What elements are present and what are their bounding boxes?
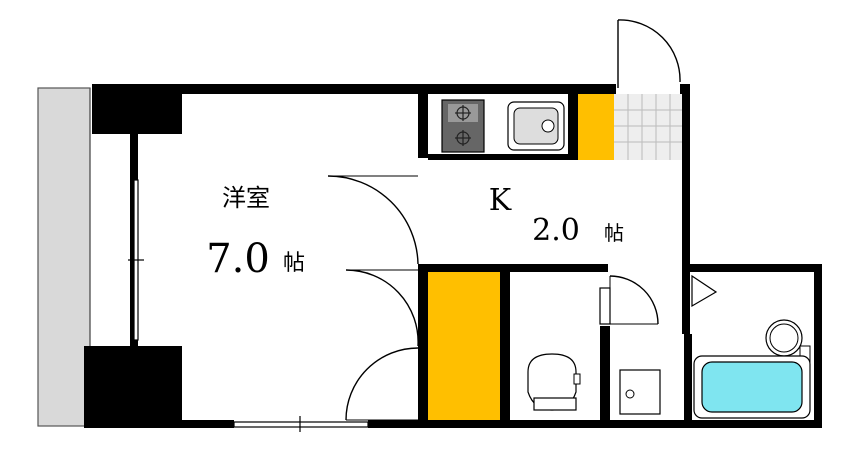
door-frame [599, 287, 611, 325]
room-size-western: 7.0 [206, 236, 270, 282]
room-name-kitchen: K [489, 183, 512, 218]
room-unit-kitchen: 帖 [604, 221, 624, 245]
bathtub-icon [693, 355, 811, 419]
door-swing-closet-upper [345, 269, 419, 347]
room-size-kitchen: 2.0 [532, 213, 580, 248]
entrance-door [617, 19, 681, 88]
door-swing-washroom [609, 275, 659, 325]
toilet-icon [527, 353, 581, 411]
room-name-western: 洋室 [222, 184, 270, 212]
walls [84, 84, 822, 428]
stove-icon [441, 99, 485, 153]
room-unit-western: 帖 [283, 251, 305, 276]
washing-machine-pan-icon [619, 369, 661, 415]
sink-icon [507, 101, 565, 151]
balcony [37, 87, 91, 427]
bottom-window [233, 416, 369, 432]
balcony-window [128, 179, 144, 341]
door-swings [327, 175, 659, 421]
entrance-tile-floor [614, 94, 684, 160]
closet-kitchen [578, 94, 614, 160]
door-swing-closet-lower [345, 347, 419, 421]
closet-hall [428, 272, 502, 422]
door-swing-kitchen-upper [327, 175, 419, 265]
